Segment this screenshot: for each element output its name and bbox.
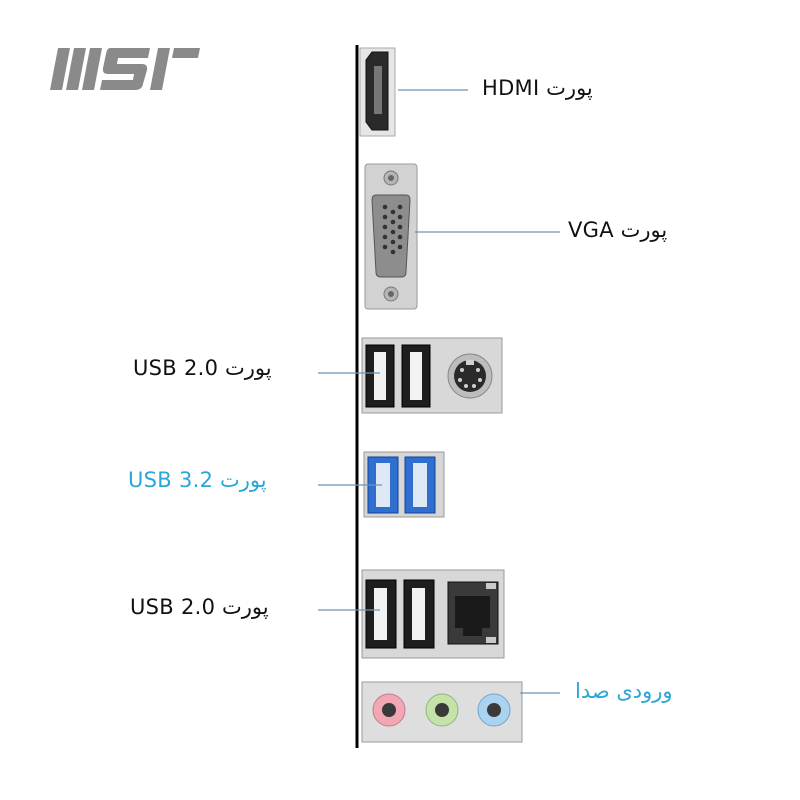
audio-jacks-block (361, 681, 523, 743)
audio-input-label: ورودی صدا (575, 679, 673, 703)
msi-logo (50, 48, 200, 90)
vga-port (364, 163, 418, 310)
usb2-top-port-label: پورت USB 2.0 (133, 356, 272, 380)
usb32-port-label: پورت USB 3.2 (128, 468, 267, 492)
vga-port-label: پورت VGA (568, 218, 668, 242)
usb2-lan-block (361, 569, 505, 659)
hdmi-port-label: پورت HDMI (482, 76, 593, 100)
leader-lines (318, 89, 560, 694)
hdmi-port (359, 47, 396, 137)
usb2-ps2-block (361, 337, 503, 414)
usb2-bottom-port-label: پورت USB 2.0 (130, 595, 269, 619)
